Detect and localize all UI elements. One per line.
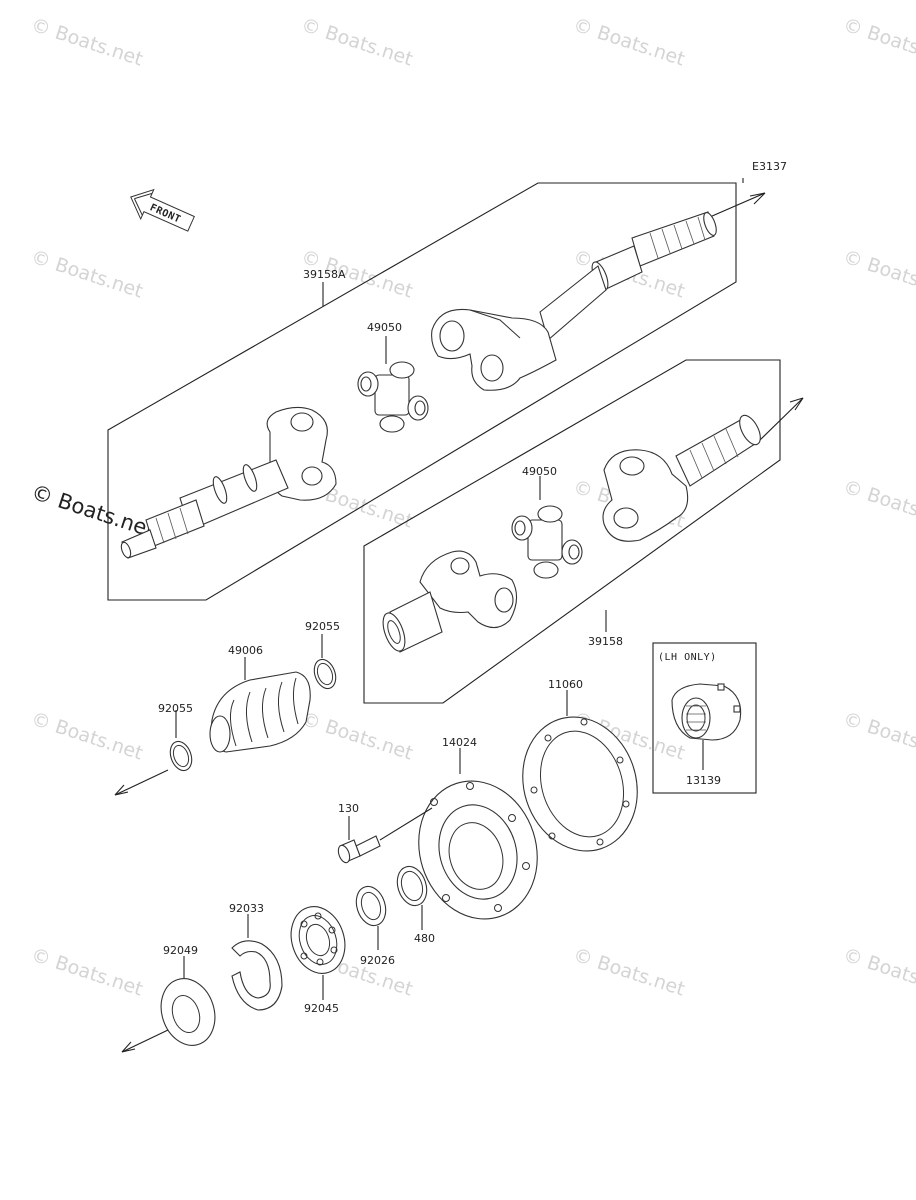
spacer-92026 bbox=[355, 885, 387, 927]
watermark: © Boats.net bbox=[570, 14, 687, 71]
drive-shaft-lower-right bbox=[602, 414, 761, 542]
callout-39158a: 39158A bbox=[303, 268, 346, 281]
watermark: © Boats.net bbox=[28, 14, 145, 71]
watermark: © Boats.net bbox=[840, 246, 916, 303]
watermark: © Boats.net bbox=[298, 708, 415, 765]
o-ring-92055-upper bbox=[313, 658, 337, 690]
watermark: © Boats.net bbox=[840, 708, 916, 765]
assembly-frame-39158 bbox=[363, 359, 781, 704]
drive-shaft-upper-left bbox=[120, 406, 337, 559]
snap-ring-92033 bbox=[231, 940, 283, 1011]
watermark: © Boats.net bbox=[840, 476, 916, 533]
axis-line bbox=[121, 1029, 169, 1053]
axis-line bbox=[114, 769, 169, 796]
axis-line bbox=[759, 397, 804, 441]
watermark: © Boats.net bbox=[570, 944, 687, 1001]
diagram-code: E3137 bbox=[752, 160, 787, 173]
watermark: © Boats.net bbox=[840, 944, 916, 1001]
arrow-head-icon bbox=[749, 192, 766, 205]
callout-92026: 92026 bbox=[360, 954, 395, 967]
callout-39158: 39158 bbox=[588, 635, 623, 648]
arrow-head-icon bbox=[789, 397, 804, 411]
callout-130: 130 bbox=[338, 802, 359, 815]
universal-joint-spider-upper bbox=[357, 361, 429, 433]
callout-92045: 92045 bbox=[304, 1002, 339, 1015]
bolt-130 bbox=[337, 807, 433, 864]
oil-seal-92049 bbox=[160, 978, 216, 1046]
differential-component-13139 bbox=[671, 683, 742, 741]
callout-49050-upper: 49050 bbox=[367, 321, 402, 334]
bearing-92045 bbox=[290, 906, 346, 974]
callout-49050-lower: 49050 bbox=[522, 465, 557, 478]
arrow-head-icon bbox=[121, 1041, 136, 1053]
drive-shaft-upper-right bbox=[431, 211, 717, 391]
lh-only-label: (LH ONLY) bbox=[658, 652, 717, 663]
callout-11060: 11060 bbox=[548, 678, 583, 691]
callout-13139: 13139 bbox=[686, 774, 721, 787]
lh-only-box bbox=[652, 642, 757, 794]
front-label: FRONT bbox=[148, 202, 182, 225]
drive-shaft-lower-left bbox=[382, 550, 518, 653]
universal-joint-spider-lower bbox=[511, 505, 583, 579]
callout-480: 480 bbox=[414, 932, 435, 945]
o-ring-92055-lower bbox=[169, 740, 193, 772]
housing-14024 bbox=[418, 780, 538, 920]
boot-49006 bbox=[209, 671, 311, 753]
callout-49006: 49006 bbox=[228, 644, 263, 657]
callout-14024: 14024 bbox=[442, 736, 477, 749]
assembly-frame-39158a bbox=[107, 182, 737, 601]
watermark: © Boats.net bbox=[28, 480, 157, 542]
circlip-480 bbox=[396, 865, 428, 907]
callout-92055-upper: 92055 bbox=[305, 620, 340, 633]
callout-92055-lower: 92055 bbox=[158, 702, 193, 715]
watermark: © Boats.net bbox=[28, 246, 145, 303]
callout-92049: 92049 bbox=[163, 944, 198, 957]
watermark: © Boats.net bbox=[298, 14, 415, 71]
watermark: © Boats.net bbox=[28, 708, 145, 765]
callout-92033: 92033 bbox=[229, 902, 264, 915]
watermark: © Boats.net bbox=[28, 944, 145, 1001]
arrow-head-icon bbox=[114, 784, 129, 796]
front-arrow-icon: FRONT bbox=[130, 188, 195, 232]
gasket-11060 bbox=[522, 716, 638, 852]
watermark: © Boats.net bbox=[840, 14, 916, 71]
